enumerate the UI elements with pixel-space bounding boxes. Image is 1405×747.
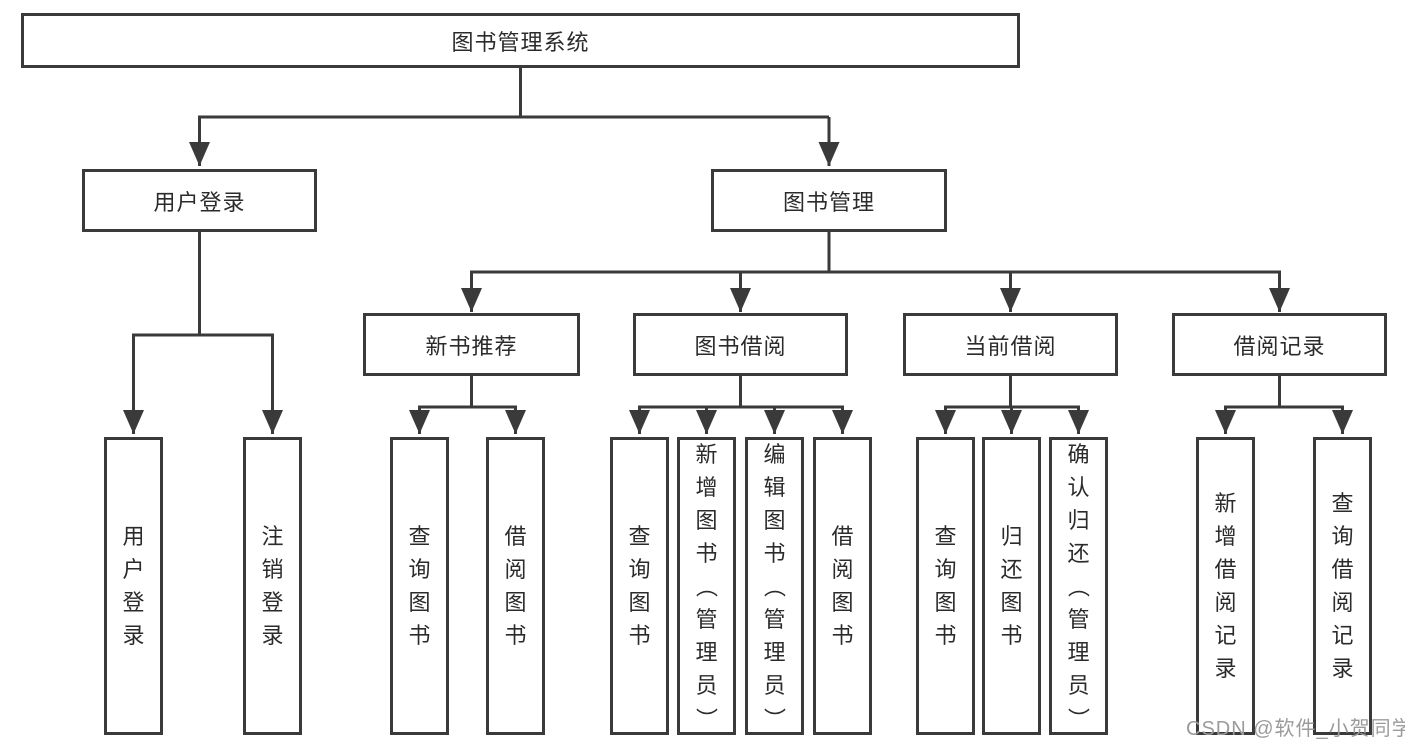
node-leaf-user-login: 用户登录 — [104, 437, 163, 735]
node-leaf-confirm-return-admin: 确认归还（管理员） — [1049, 437, 1108, 735]
node-borrowing-records: 借阅记录 — [1172, 313, 1387, 376]
node-leaf-add-books-admin: 新增图书（管理员） — [677, 437, 736, 735]
node-leaf-borrow-books-recommend: 借阅图书 — [486, 437, 545, 735]
node-current-borrowing: 当前借阅 — [903, 313, 1118, 376]
node-new-book-recommend: 新书推荐 — [363, 313, 580, 376]
node-leaf-borrow-books: 借阅图书 — [813, 437, 872, 735]
node-leaf-add-borrow-record: 新增借阅记录 — [1196, 437, 1255, 735]
csdn-watermark: CSDN @软件_小贺同学 — [1186, 718, 1405, 740]
node-leaf-logout: 注销登录 — [243, 437, 302, 735]
node-leaf-query-books-current: 查询图书 — [916, 437, 975, 735]
node-leaf-query-borrow-record: 查询借阅记录 — [1313, 437, 1372, 735]
node-leaf-query-books-borrowing: 查询图书 — [610, 437, 669, 735]
node-leaf-edit-books-admin: 编辑图书（管理员） — [745, 437, 804, 735]
node-book-management: 图书管理 — [711, 169, 947, 232]
node-user-login: 用户登录 — [82, 169, 317, 232]
node-book-borrowing: 图书借阅 — [633, 313, 848, 376]
node-leaf-query-books-recommend: 查询图书 — [390, 437, 449, 735]
node-leaf-return-books: 归还图书 — [982, 437, 1041, 735]
node-library-management-system: 图书管理系统 — [21, 13, 1020, 68]
